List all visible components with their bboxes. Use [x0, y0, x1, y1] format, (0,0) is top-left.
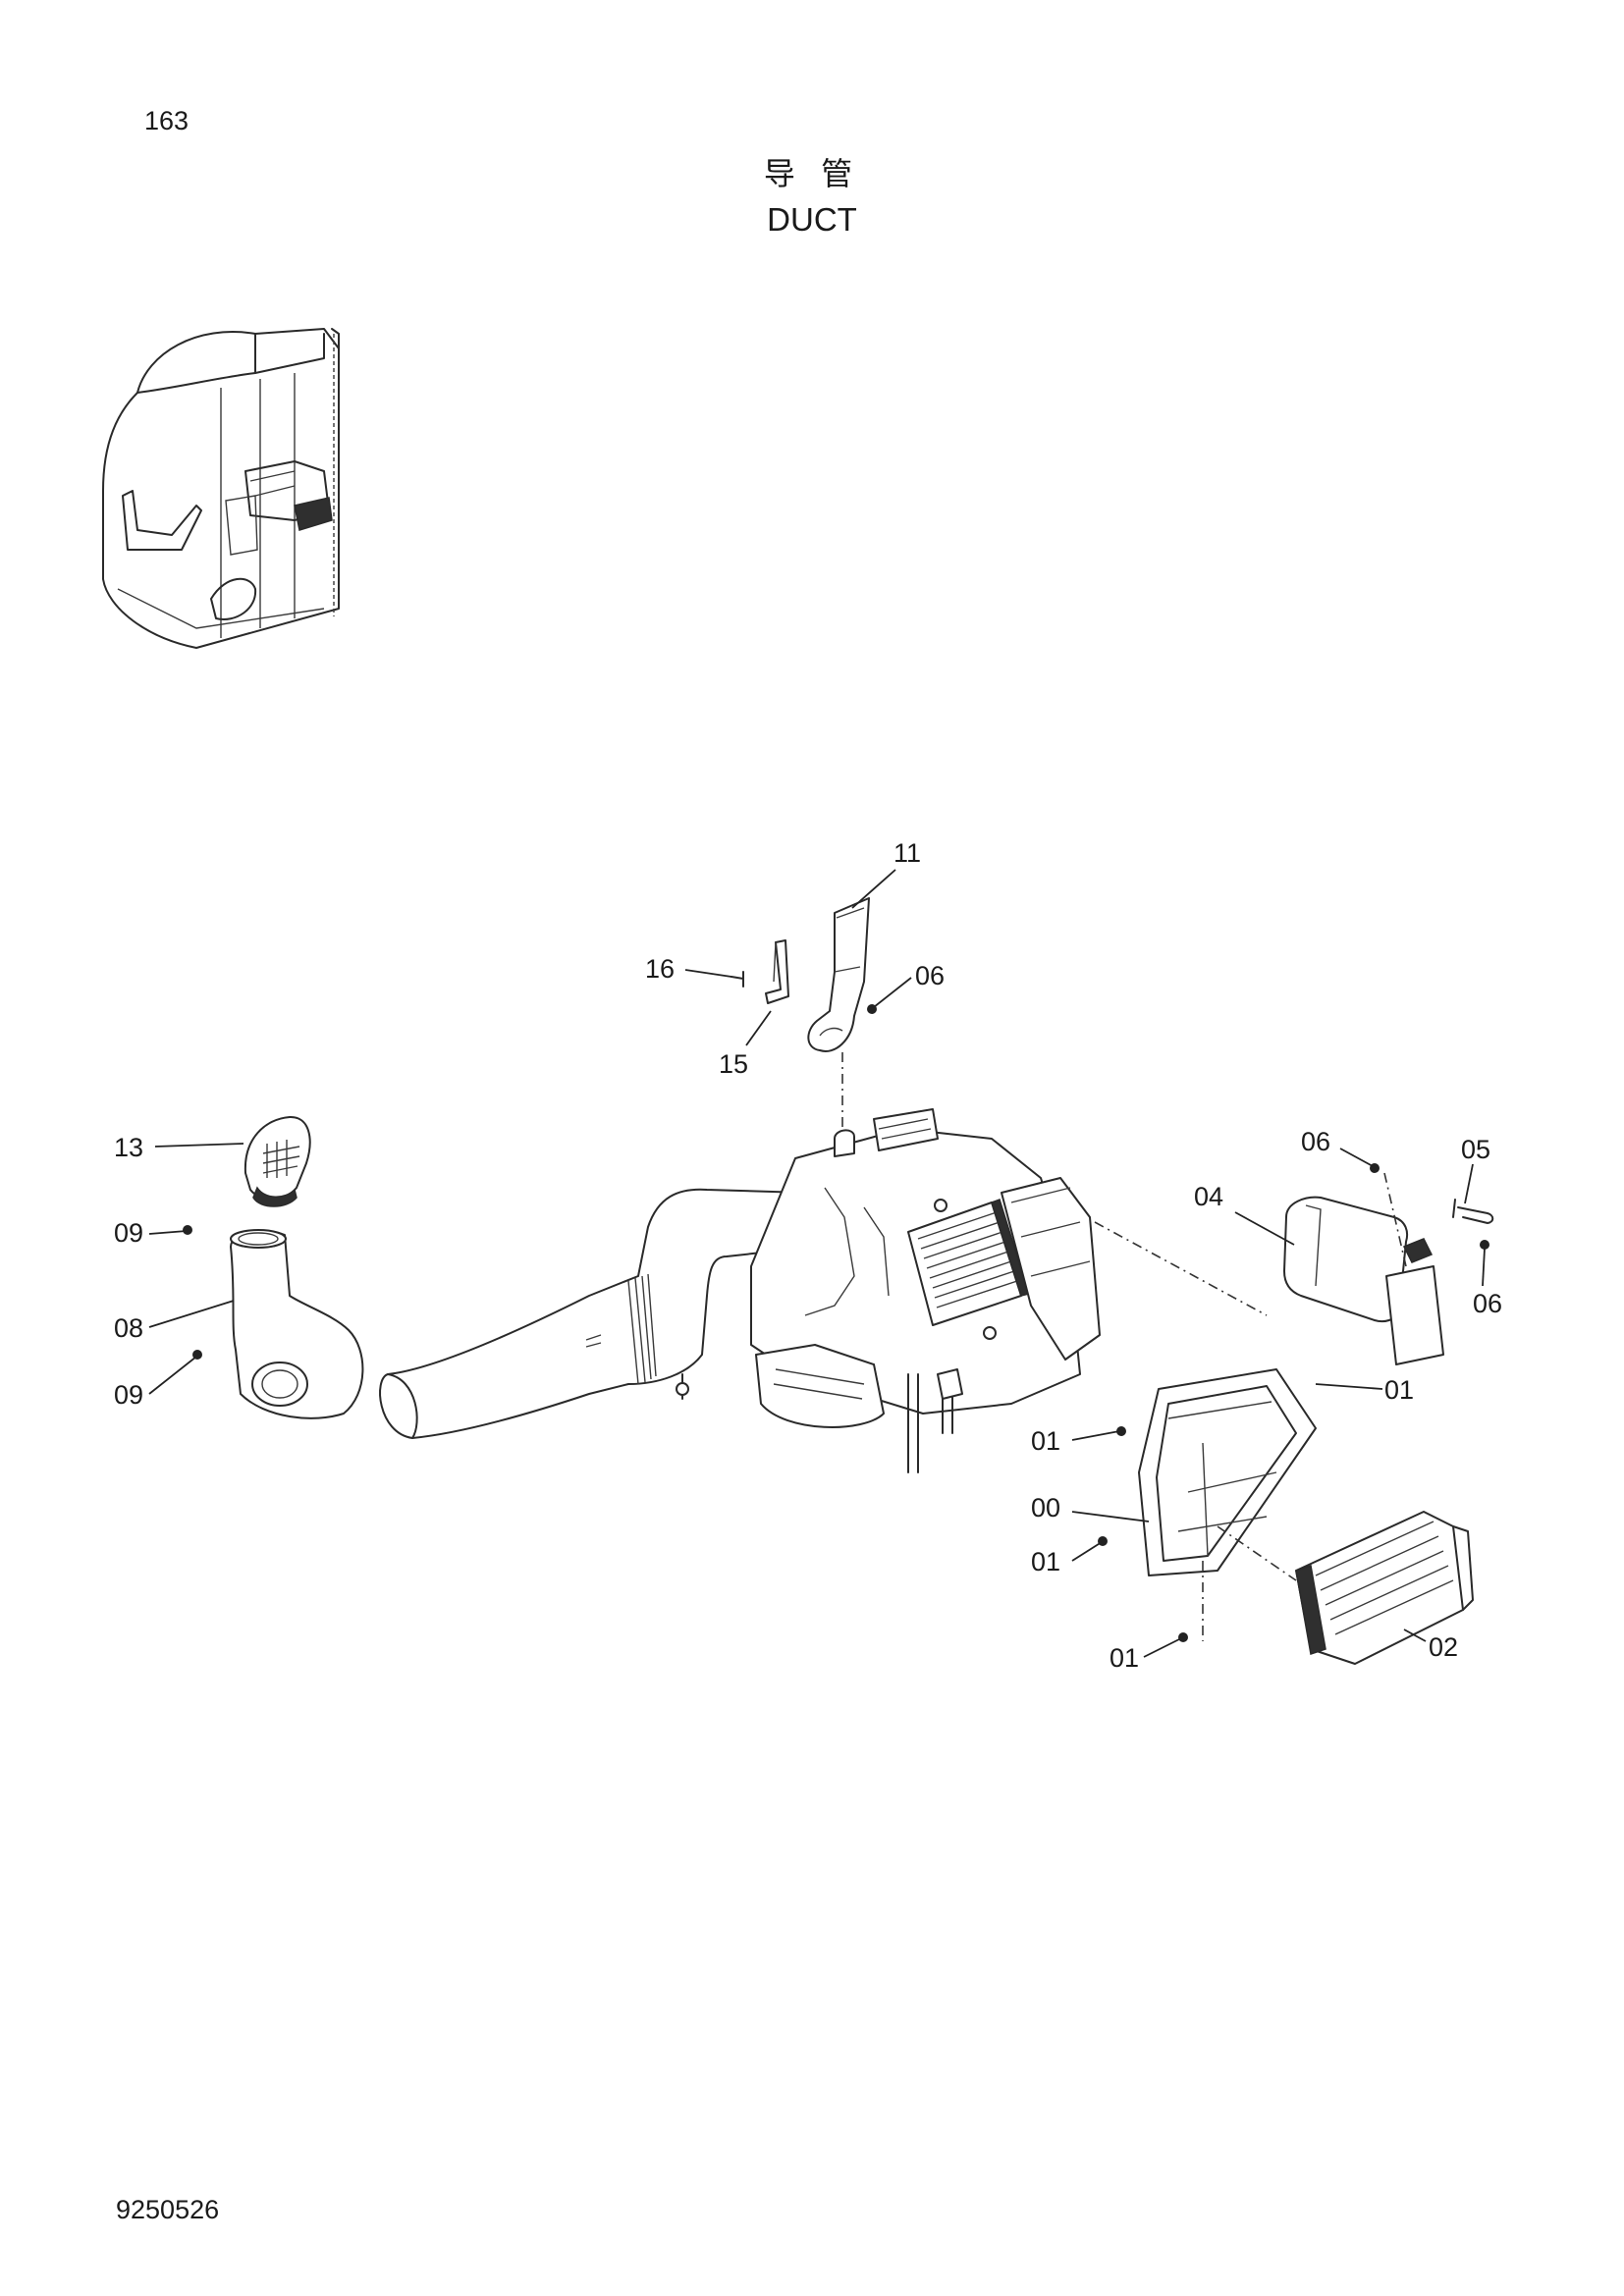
- callout-15: 15: [719, 1049, 748, 1079]
- callout-01-b: 01: [1031, 1547, 1060, 1576]
- callout-11: 11: [893, 838, 921, 868]
- callout-04: 04: [1194, 1182, 1223, 1211]
- callout-06-right-top: 06: [1301, 1127, 1330, 1156]
- page-number: 163: [144, 106, 189, 135]
- part-01-screw-a: [1116, 1426, 1126, 1436]
- callout-01-a: 01: [1031, 1426, 1060, 1456]
- part-00-frame: [1138, 1368, 1317, 1576]
- callout-00: 00: [1031, 1493, 1060, 1522]
- centre-line-04: [1383, 1172, 1407, 1267]
- flex-duct: [379, 1188, 816, 1439]
- callout-02: 02: [1429, 1632, 1458, 1662]
- callout-01-c: 01: [1110, 1643, 1139, 1673]
- cab-location-thumbnail: [102, 328, 340, 649]
- callout-09-bottom: 09: [114, 1380, 143, 1410]
- part-06-screw-right-bottom: [1480, 1240, 1489, 1250]
- part-01-screw-c: [1178, 1632, 1188, 1642]
- document-number: 9250526: [116, 2195, 220, 2224]
- callout-01-right: 01: [1384, 1375, 1414, 1405]
- part-02-filter-box: [1295, 1511, 1474, 1665]
- callout-13: 13: [114, 1133, 143, 1162]
- callout-06-top: 06: [915, 961, 945, 990]
- callout-16: 16: [645, 954, 675, 984]
- title-english: DUCT: [767, 201, 857, 238]
- filter-panel: [1385, 1238, 1444, 1365]
- part-16-screw: [731, 971, 744, 988]
- part-15-bracket: [765, 939, 789, 1004]
- hvac-unit: [750, 1108, 1101, 1473]
- callout-05: 05: [1461, 1135, 1490, 1164]
- callout-08: 08: [114, 1313, 143, 1343]
- title-chinese: 导 管: [763, 155, 861, 192]
- part-05-clip: [1452, 1199, 1494, 1224]
- leader-lines: [148, 869, 1486, 1658]
- centre-line-filter: [1217, 1525, 1297, 1581]
- callout-06-right-bottom: 06: [1473, 1289, 1502, 1318]
- part-09-screw-top: [183, 1225, 192, 1235]
- callout-09-top: 09: [114, 1218, 143, 1248]
- centre-line-unit: [1094, 1221, 1268, 1316]
- part-13-louver: [244, 1115, 311, 1207]
- callout-labels: 11 16 06 15 13 09 08 09 06 05 04 06 01 0…: [114, 838, 1502, 1673]
- part-11-upper-duct: [807, 897, 870, 1052]
- part-08-elbow-duct: [230, 1229, 364, 1419]
